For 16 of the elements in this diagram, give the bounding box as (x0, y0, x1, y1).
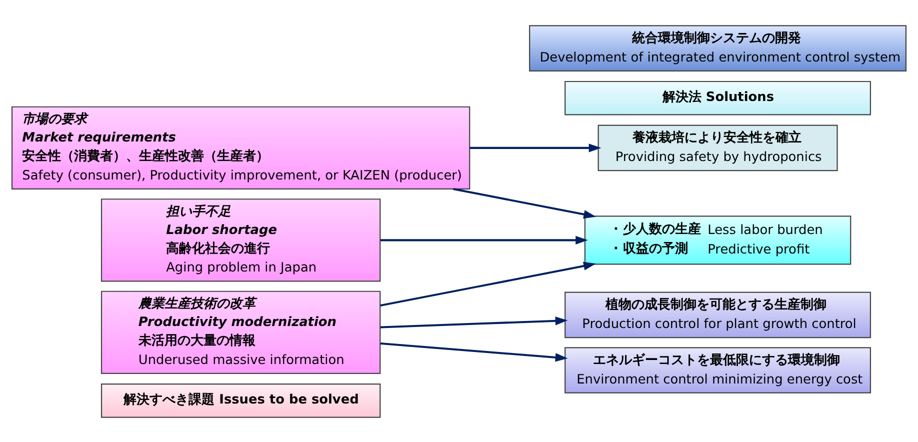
arrow (380, 316, 568, 328)
node-box: 植物の成長制御を可能とする生産制御 Production control for plant growth control (564, 291, 871, 338)
node-box: 解決法 Solutions (564, 80, 871, 115)
node-box: 担い手不足 Labor shortage 高齢化社会の進行 Aging problem in Japan (100, 198, 381, 282)
node-box: 解決すべき課題 Issues to be solved (100, 383, 381, 418)
node-box: · 少人数の生産 Less labor burden · 収益の予測 Predictive profit (584, 215, 852, 264)
node-box: 養液栽培により安全性を確立 Providing safety by hydroponics (598, 124, 838, 171)
node-box: 統合環境制御システムの開発 Development of integrated environment control system (529, 24, 907, 71)
node-box: エネルギーコストを最低限にする環境制御 Environment control minimizing energy cost (564, 346, 871, 393)
arrow (380, 235, 588, 244)
node-box: 市場の要求 Market requirements 安全性（消費者）、生産性改善（生産者） Safety (consumer), Productivity improvement, or KAIZEN (producer) (11, 106, 470, 190)
arrow (453, 188, 596, 218)
node-box: 農業生産技術の改革 Productivity modernization 未活用の大量の情報 Underused massive information (100, 290, 381, 374)
arrow (470, 143, 602, 152)
arrow (380, 342, 568, 362)
arrow (380, 261, 596, 306)
